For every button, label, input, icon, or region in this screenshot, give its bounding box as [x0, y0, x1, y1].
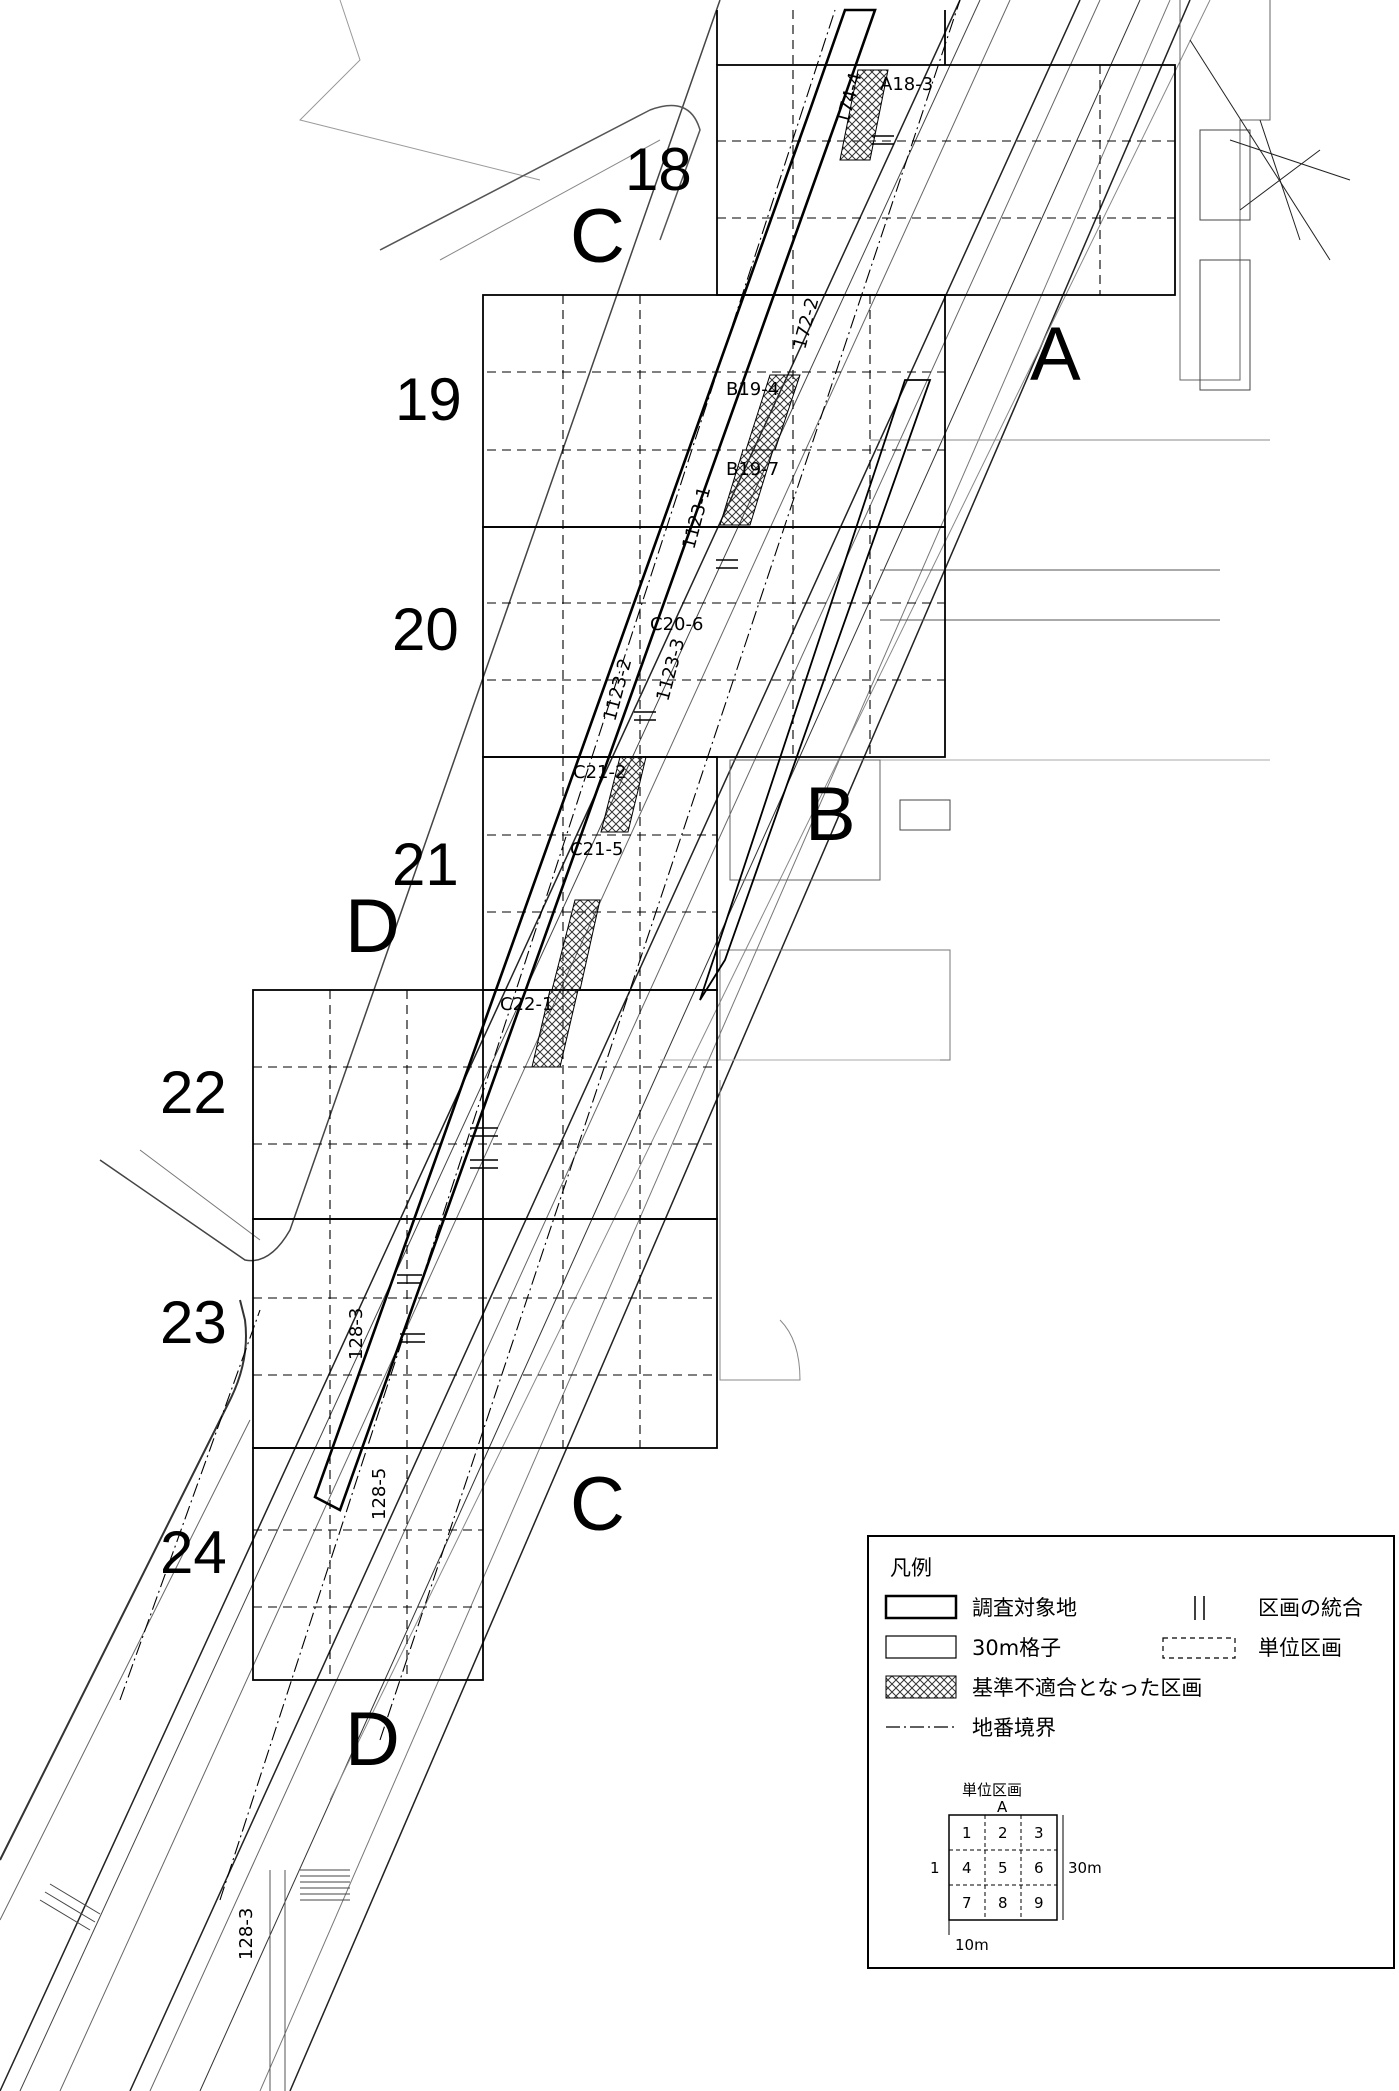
unit-label-a18-3: A18-3 [880, 74, 933, 95]
legend-label: 基準不適合となった区画 [972, 1676, 1202, 1700]
legend-symbol-grid [885, 1635, 957, 1659]
legend-symbol-hatch [885, 1675, 957, 1699]
row-label-21: 21 [392, 831, 459, 898]
lot-number: 128-3 [236, 1908, 257, 1960]
column-label-a: A [1030, 312, 1081, 397]
column-label-b: B [805, 772, 856, 857]
legend-label: 区画の統合 [1258, 1596, 1363, 1620]
diagram-title: 単位区画 [962, 1781, 1022, 1799]
row-label-24: 24 [160, 1519, 227, 1586]
diagram-cell: 9 [1034, 1894, 1044, 1912]
diagram-row: 1 [930, 1859, 940, 1877]
lot-number: 128-5 [369, 1468, 390, 1520]
legend: 凡例 調査対象地 30m格子 基準不適合となった区画 地番境界 区画の統合 単位… [867, 1535, 1395, 1969]
diagram-cell: 8 [998, 1894, 1008, 1912]
unit-label-b19-4: B19-4 [726, 379, 779, 400]
column-label-d-bottom: D [345, 1697, 400, 1782]
diagram-cell: 2 [998, 1824, 1008, 1842]
legend-label: 30m格子 [972, 1636, 1061, 1660]
diagram-cell: 4 [962, 1859, 972, 1877]
unit-diagram: 単位区画 A 1 2 3 4 5 6 7 8 9 1 30m 10m [930, 1781, 1102, 1954]
lot-number: 1123-2 [600, 656, 637, 723]
parcel-boundaries [119, 0, 961, 1901]
row-label-20: 20 [392, 596, 459, 663]
legend-symbol-survey-area [884, 1594, 958, 1620]
column-label-c-top: C [570, 194, 625, 279]
row-label-18: 18 [625, 136, 692, 203]
legend-title: 凡例 [890, 1556, 932, 1580]
lot-number: 128-3 [346, 1308, 367, 1360]
survey-area [313, 8, 932, 1512]
unit-label-c21-5: C21-5 [570, 839, 623, 860]
unit-label-c22-1: C22-1 [500, 994, 553, 1015]
unit-label-b19-7: B19-7 [726, 459, 779, 480]
diagram-bottom-dim: 10m [955, 1936, 989, 1954]
diagram-side-dim: 30m [1068, 1859, 1102, 1877]
diagram-cell: 7 [962, 1894, 972, 1912]
nonconforming-cells [531, 69, 889, 1068]
row-label-19: 19 [395, 366, 462, 433]
unit-label-c21-2: C21-2 [573, 762, 626, 783]
legend-label: 単位区画 [1258, 1636, 1342, 1660]
unit-grid-dashes [253, 10, 1175, 1680]
row-label-22: 22 [160, 1059, 227, 1126]
lot-number: 1123-3 [653, 636, 690, 703]
row-label-23: 23 [160, 1289, 227, 1356]
diagram-cell: 1 [962, 1824, 972, 1842]
legend-symbol-unit [1162, 1637, 1236, 1659]
unit-label-c20-6: C20-6 [650, 614, 703, 635]
lot-number: 172-2 [790, 295, 824, 351]
legend-label: 地番境界 [972, 1716, 1056, 1740]
grid-30m [252, 10, 1176, 1681]
merge-markers [397, 135, 894, 1343]
diagram-column: A [997, 1798, 1008, 1816]
basemap-linework [0, 0, 1351, 2091]
column-label-c-bottom: C [570, 1462, 625, 1547]
column-label-d-top: D [345, 884, 400, 969]
diagram-cell: 6 [1034, 1859, 1044, 1877]
diagram-cell: 3 [1034, 1824, 1044, 1842]
lot-number: 1123-1 [679, 484, 716, 551]
legend-label: 調査対象地 [972, 1596, 1077, 1620]
diagram-cell: 5 [998, 1859, 1008, 1877]
